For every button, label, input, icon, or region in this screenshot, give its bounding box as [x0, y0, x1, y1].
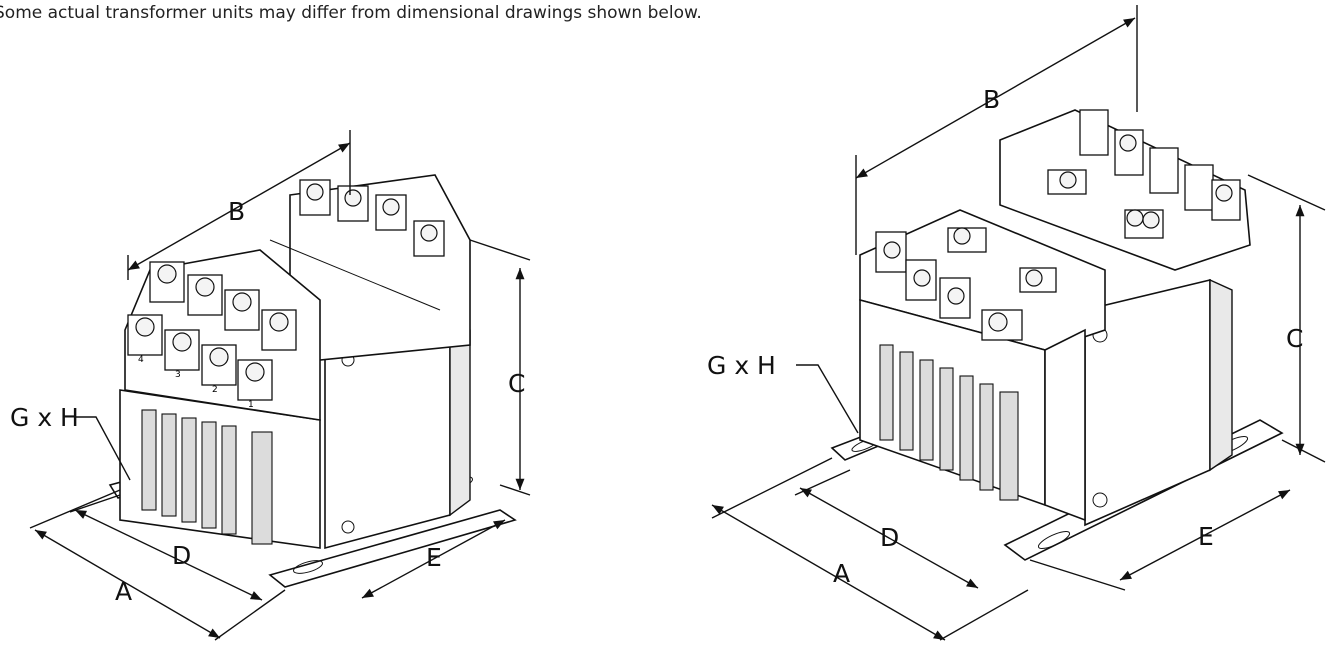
left-label-b: B: [228, 197, 245, 226]
terminal-number-1: 1: [248, 400, 254, 410]
left-label-e: E: [426, 543, 442, 572]
right-label-b: B: [983, 85, 1000, 114]
left-label-d: D: [172, 541, 191, 570]
left-dimension-lines: [29, 130, 531, 641]
right-cooling-fins: [879, 344, 1019, 501]
right-front-terminals: [875, 227, 1057, 341]
right-dimension-lines: [711, 5, 1326, 641]
right-label-e: E: [1198, 522, 1214, 551]
left-transformer-drawing: 4 3 2 1 B C A: [10, 130, 531, 641]
terminal-number-4: 4: [138, 355, 144, 365]
terminal-number-3: 3: [175, 370, 181, 380]
left-label-c: C: [508, 369, 525, 398]
right-label-a: A: [833, 559, 850, 588]
left-label-a: A: [115, 577, 132, 606]
right-label-d: D: [880, 523, 899, 552]
right-label-c: C: [1286, 324, 1303, 353]
right-transformer-drawing: B C A D E G x H: [707, 5, 1326, 641]
right-label-gxh: G x H: [707, 351, 776, 380]
left-label-gxh: G x H: [10, 403, 79, 432]
disclaimer-note: Some actual transformer units may differ…: [0, 3, 702, 23]
terminal-number-2: 2: [212, 385, 218, 395]
